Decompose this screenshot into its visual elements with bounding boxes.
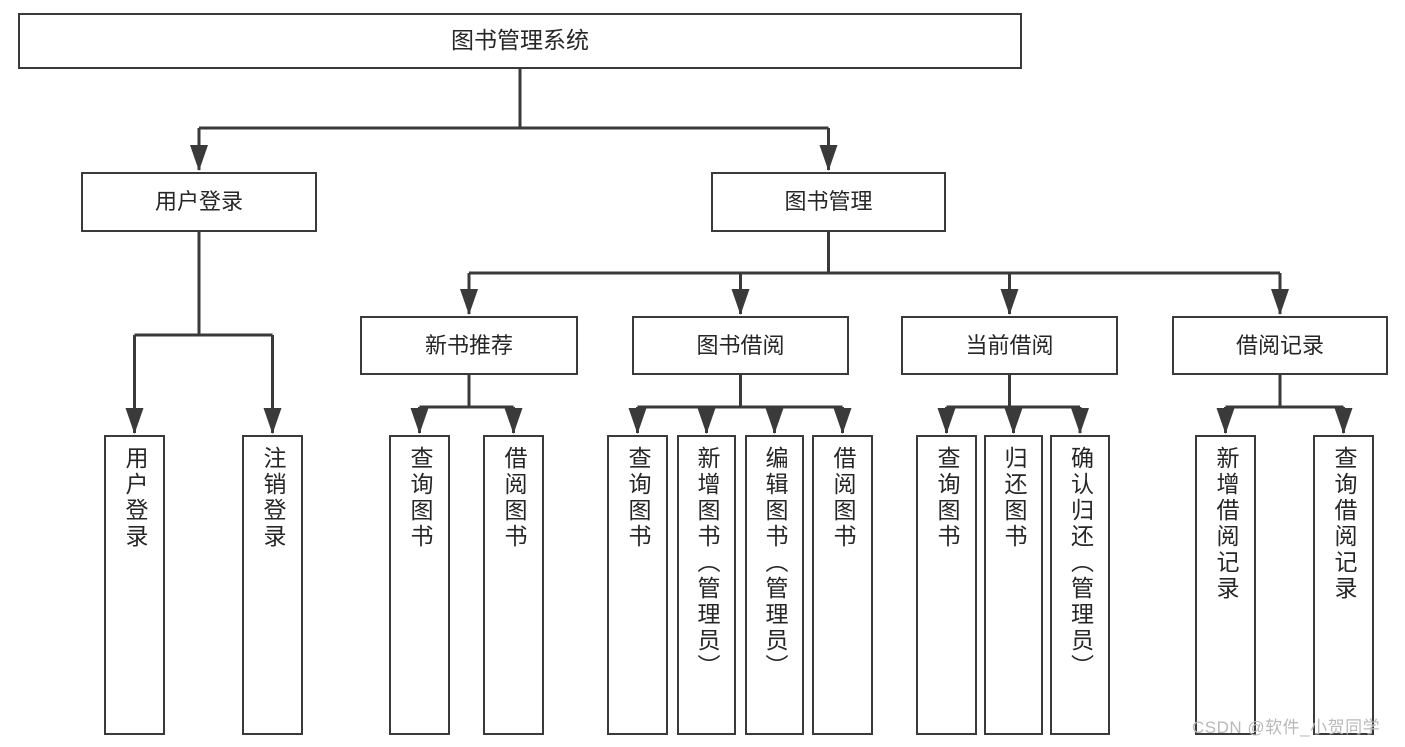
- node-label: 归还图书: [1001, 446, 1027, 550]
- node-label: 用户登录: [122, 446, 148, 550]
- node-label: 查询图书: [407, 446, 433, 550]
- node-root: 图书管理系统: [18, 13, 1022, 69]
- node-label: 查询图书: [625, 446, 651, 550]
- node-level3-current-borrow: 当前借阅: [901, 316, 1118, 375]
- node-leaf-cb-confirm-return: 确认归还（管理员）: [1050, 435, 1110, 735]
- node-label: 查询借阅记录: [1331, 446, 1357, 602]
- node-label: 用户登录: [154, 189, 243, 215]
- node-leaf-bb-edit-book: 编辑图书（管理员）: [745, 435, 804, 735]
- node-leaf-cb-return-book: 归还图书: [984, 435, 1043, 735]
- node-label: 当前借阅: [965, 332, 1054, 358]
- node-label: 借阅记录: [1235, 332, 1324, 358]
- node-leaf-bb-borrow-book: 借阅图书: [812, 435, 873, 735]
- node-level2-user-login: 用户登录: [81, 172, 317, 232]
- node-level3-book-borrow: 图书借阅: [632, 316, 849, 375]
- node-label: 新增图书（管理员）: [694, 446, 720, 680]
- node-leaf-nbr-borrow-book: 借阅图书: [483, 435, 544, 735]
- node-label: 确认归还（管理员）: [1067, 446, 1094, 680]
- node-level3-new-book-recommend: 新书推荐: [360, 316, 578, 375]
- node-leaf-cb-query-book: 查询图书: [916, 435, 977, 735]
- node-label: 新书推荐: [424, 332, 513, 358]
- node-label: 借阅图书: [501, 446, 527, 550]
- node-level2-book-manage: 图书管理: [711, 172, 946, 232]
- node-leaf-br-query-record: 查询借阅记录: [1313, 435, 1374, 735]
- node-label: 图书管理: [784, 189, 873, 215]
- node-label: 查询图书: [934, 446, 960, 550]
- node-level3-borrow-record: 借阅记录: [1172, 316, 1388, 375]
- node-leaf-user-logout: 注销登录: [242, 435, 303, 735]
- node-leaf-nbr-query-book: 查询图书: [389, 435, 450, 735]
- node-leaf-bb-query-book: 查询图书: [607, 435, 668, 735]
- node-leaf-br-add-record: 新增借阅记录: [1195, 435, 1256, 735]
- node-leaf-bb-add-book: 新增图书（管理员）: [677, 435, 736, 735]
- node-label: 注销登录: [260, 446, 286, 550]
- node-label: 图书借阅: [696, 332, 785, 358]
- node-label: 编辑图书（管理员）: [762, 446, 788, 680]
- node-label: 新增借阅记录: [1213, 446, 1239, 602]
- watermark: CSDN @软件_小贺同学: [1192, 718, 1381, 737]
- node-leaf-user-login-do: 用户登录: [104, 435, 165, 735]
- node-label: 借阅图书: [830, 446, 856, 550]
- node-label: 图书管理系统: [451, 27, 589, 54]
